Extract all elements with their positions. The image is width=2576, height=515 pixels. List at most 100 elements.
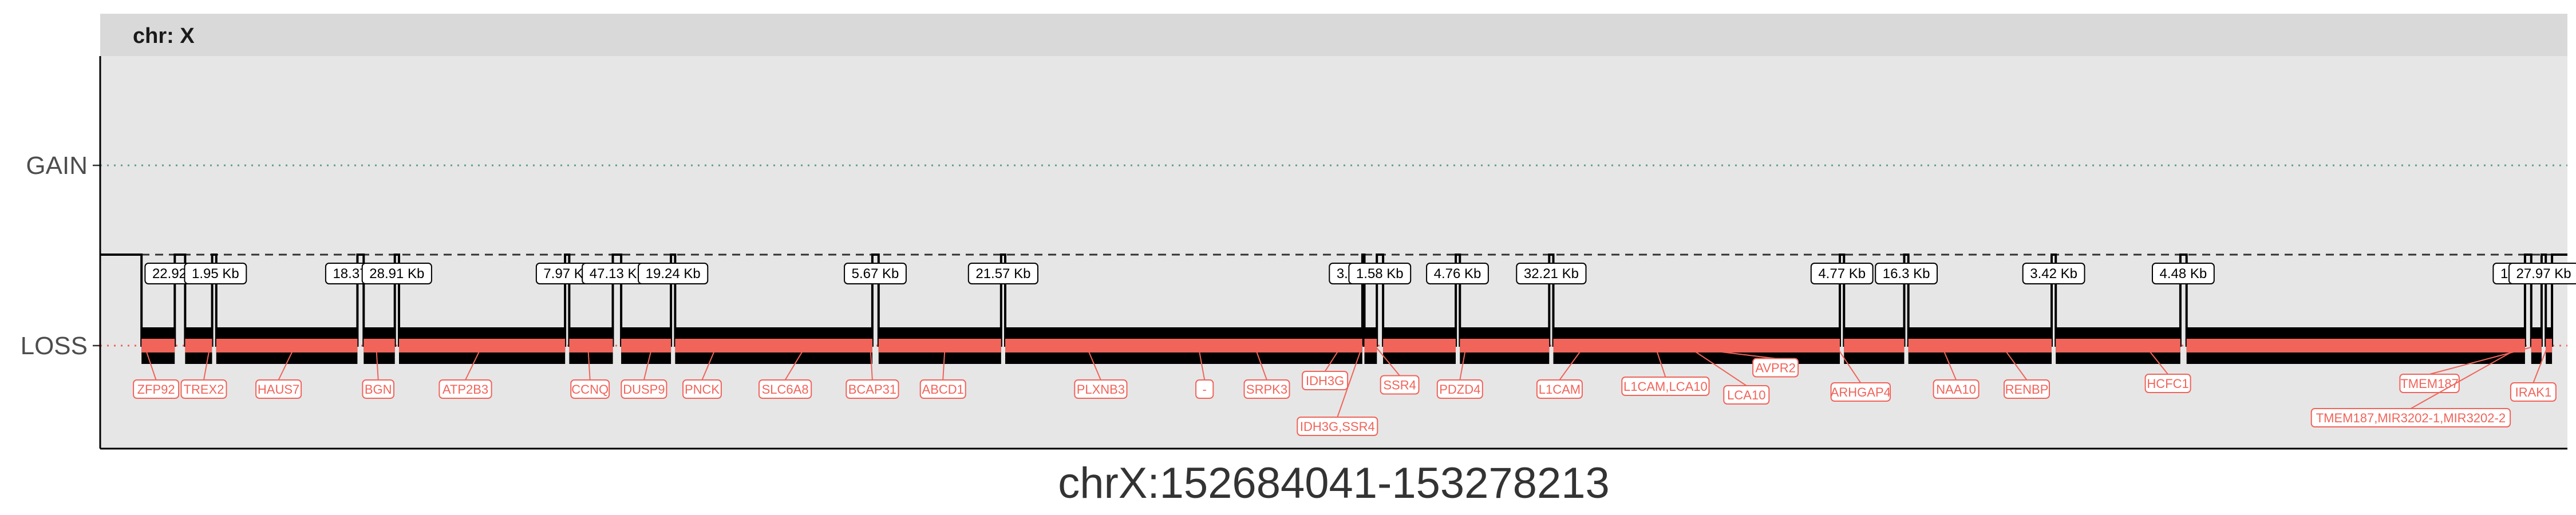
gene-label-box	[1297, 417, 1378, 436]
gap-size-box	[361, 263, 432, 284]
gene-label: BGN	[365, 382, 392, 397]
gene-label-box	[1621, 377, 1710, 396]
loss-segment-band	[364, 339, 395, 352]
gene-label: NAA10	[1936, 382, 1976, 397]
gap-size-box	[844, 263, 907, 284]
gap-size-label: 5.67 Kb	[852, 266, 899, 282]
gene-label: ATP2B3	[442, 382, 488, 397]
gap-size-box	[1348, 263, 1412, 284]
gene-label-box	[758, 379, 812, 399]
loss-segment-band	[2186, 339, 2525, 352]
gap-size-label: 3.42 Kb	[2030, 266, 2077, 282]
gene-label: -	[1203, 382, 1207, 397]
gene-leader-line	[701, 345, 717, 381]
loss-segment-band	[675, 339, 872, 352]
loss-segment-band	[1364, 339, 1377, 352]
gap-size-box	[2152, 263, 2215, 284]
gene-leader-line	[2429, 345, 2538, 375]
gap-size-box	[1810, 263, 1874, 284]
gene-leader-line	[278, 345, 296, 381]
gene-label-box	[1933, 379, 1980, 399]
gene-leader-line	[1198, 345, 1206, 381]
gap-size-label: 16.3 Kb	[1883, 266, 1930, 282]
gene-label: BCAP31	[848, 382, 896, 397]
gene-leader-line	[1654, 345, 1666, 378]
gene-label-box	[133, 379, 180, 399]
gap-size-label: 1.58 Kb	[1356, 266, 1404, 282]
gene-leader-line	[1835, 345, 1862, 383]
gene-label: IDH3G,SSR4	[1300, 419, 1375, 434]
gene-label-box	[180, 379, 227, 399]
gene-label: PNCK	[685, 382, 720, 397]
gap-size-box	[1875, 263, 1938, 284]
gene-label: L1CAM	[1539, 382, 1581, 397]
gene-leader-line	[1337, 345, 1363, 418]
gene-label: IRAK1	[2515, 385, 2552, 399]
gap-size-label: 4.48 Kb	[2160, 266, 2207, 282]
loss-segment-band	[878, 339, 1001, 352]
gene-label: HAUS7	[258, 382, 299, 397]
gene-label-box	[1195, 379, 1214, 399]
segments-layer	[100, 253, 2567, 364]
step-outline	[100, 253, 2567, 347]
gene-label-box	[1830, 382, 1891, 402]
loss-segment-band	[185, 339, 212, 352]
gene-label-box	[438, 379, 492, 399]
gene-label-box	[570, 379, 610, 399]
gap-size-box	[1426, 263, 1489, 284]
gene-label: SSR4	[1383, 378, 1416, 393]
gene-leader-line	[1254, 345, 1267, 381]
gene-label: LCA10	[1727, 388, 1765, 402]
gap-size-label: 28.91 Kb	[369, 266, 424, 282]
loss-segment-band	[216, 339, 358, 352]
loss-segment-band	[621, 339, 671, 352]
loss-segment-band	[1908, 339, 2052, 352]
gene-label-box	[1380, 375, 1420, 395]
gap-size-label: 4.76 Kb	[1434, 266, 1481, 282]
gene-leader-line	[144, 345, 157, 381]
gene-leader-line	[942, 345, 946, 381]
gene-label: CCNQ	[571, 382, 609, 397]
gene-label: PDZD4	[1439, 382, 1480, 397]
loss-segment-band	[2546, 339, 2553, 352]
gene-leader-line	[376, 345, 379, 381]
gene-label-box	[2310, 408, 2511, 427]
gene-leader-line	[784, 345, 807, 381]
gene-label-box	[1752, 358, 1799, 378]
gene-label: SRPK3	[1246, 382, 1287, 397]
gene-leader-line	[870, 345, 873, 381]
gene-label-box	[1723, 385, 1770, 405]
gap-size-label: 4.77 Kb	[1818, 266, 1866, 282]
gene-label-box	[1436, 379, 1483, 399]
gene-label: ZFP92	[137, 382, 175, 397]
gene-label: TMEM187,MIR3202-1,MIR3202-2	[2316, 411, 2506, 425]
gap-size-label: 21.57 Kb	[975, 266, 1030, 282]
gap-size-label: 32.21 Kb	[1524, 266, 1579, 282]
gene-label-box	[2004, 379, 2050, 399]
gene-label: IDH3G	[1306, 374, 1344, 388]
gene-leader-line	[1669, 345, 1776, 359]
gene-label-box	[1536, 379, 1583, 399]
gene-leader-line	[1374, 345, 1400, 377]
gene-leader-line	[203, 345, 211, 381]
gene-label: RENBP	[2005, 382, 2049, 397]
gene-label-box	[2144, 374, 2191, 393]
gene-leader-line	[2001, 345, 2028, 381]
gene-leader-line	[587, 345, 591, 381]
gene-label: DUSP9	[623, 382, 665, 397]
gene-label-box	[1243, 379, 1290, 399]
gene-leader-line	[643, 345, 653, 381]
gap-size-label: 27.97 Kb	[2516, 266, 2571, 282]
gap-size-box	[2022, 263, 2085, 284]
gap-size-label: 47.13 Kb	[590, 266, 645, 282]
gap-size-box	[967, 263, 1039, 284]
gene-leader-line	[2532, 345, 2549, 383]
facet-label: chr: X	[133, 24, 195, 48]
x-axis-title: chrX:152684041-153278213	[1058, 459, 1610, 508]
gene-leader-line	[1459, 345, 1467, 381]
gene-leader-line	[1324, 345, 1342, 372]
gap-size-label: 1.95 Kb	[192, 266, 239, 282]
gene-label: AVPR2	[1755, 361, 1796, 375]
